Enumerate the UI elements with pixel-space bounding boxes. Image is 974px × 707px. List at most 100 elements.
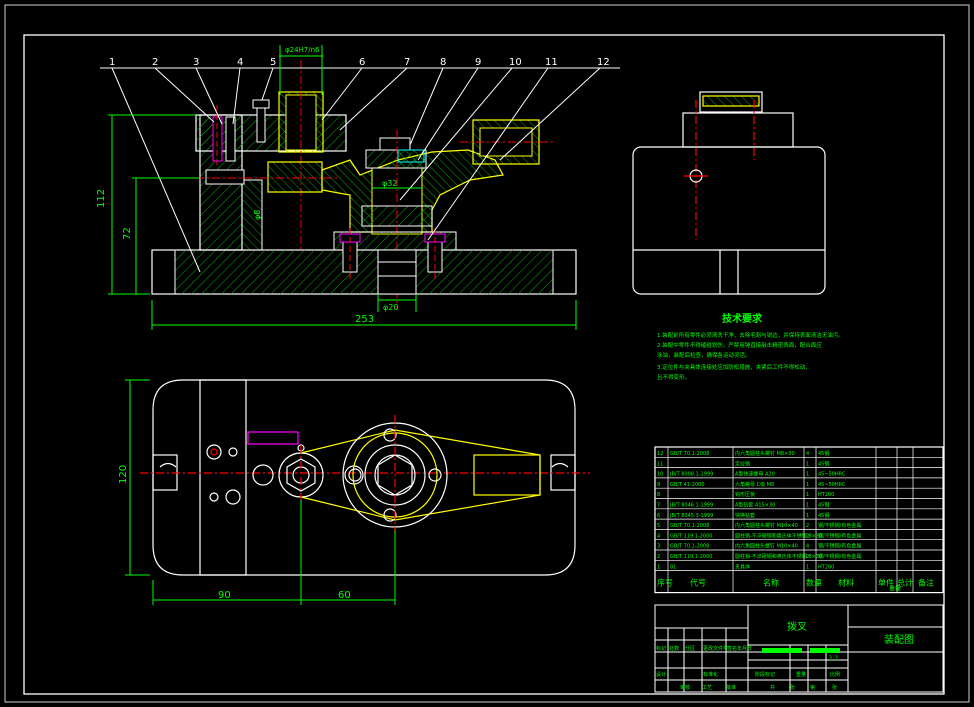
title-footer-label: 工艺 xyxy=(702,685,712,691)
bom-cell: 4 xyxy=(657,533,660,539)
bom-cell: GB/T 119.1-2000 xyxy=(670,554,712,560)
tech-line-2: 2.装配中零件不得磕碰划伤，严禁用锤直接敲击精密表面，配合面应 xyxy=(657,341,822,349)
bom-cell: GB/T 70.1-2008 xyxy=(670,544,709,550)
title-footer-label: 审核 xyxy=(680,684,690,691)
bom-cell: 六角螺母 C级 M8 xyxy=(735,481,774,488)
bom-header: 名称 xyxy=(763,578,779,588)
bom-header: 数量 xyxy=(806,578,822,588)
bom-cell: A型快速螺母 A20 xyxy=(735,471,775,478)
part-label: 12 xyxy=(597,57,610,68)
front-section-view xyxy=(151,60,577,310)
bom-header: 总计 xyxy=(897,578,913,588)
bom-cell: HT200 xyxy=(818,564,834,570)
bom-weight-label: 重量 xyxy=(889,585,901,593)
title-bottom-label: 设计 xyxy=(656,671,666,678)
bom-cell: 快换钻套 xyxy=(735,512,755,519)
sheet-border-inner xyxy=(23,34,945,695)
part-label: 9 xyxy=(475,57,481,68)
drawing-name: 装配图 xyxy=(884,633,914,646)
part-label: 10 xyxy=(509,57,522,68)
tech-title: 技术要求 xyxy=(722,312,763,325)
dim-plan-left: 90 xyxy=(218,590,231,601)
bom-cell: 钢/不锈钢/有色金属 xyxy=(818,522,861,529)
bom-cell: 1 xyxy=(806,482,809,488)
title-bottom-label: 重量 xyxy=(796,671,806,678)
bom-cell: 1 xyxy=(806,461,809,467)
dim-dia-mid: φ32 xyxy=(382,179,397,188)
front-dimensions xyxy=(108,45,577,330)
bom-cell: 6 xyxy=(657,513,660,519)
bom-cell: 7 xyxy=(657,503,660,509)
bom-cell: 内六角圆柱头螺钉 M10×40 xyxy=(735,543,798,550)
bom-cell: 夹具体 xyxy=(735,563,750,570)
bom-cell: 45~50HRC xyxy=(818,472,846,478)
tech-line-1: 1.装配前所有零件必须清洗干净，去除毛刺与锐边，并保持表面清洁无油污。 xyxy=(657,331,844,339)
dim-plan-right: 60 xyxy=(338,590,351,601)
bom-cell: 1 xyxy=(806,492,809,498)
dim-dia-side: φ8 xyxy=(253,210,262,220)
bom-cell: 12 xyxy=(657,451,663,457)
title-footer-label: 张 xyxy=(790,684,795,691)
bom-cell: 3 xyxy=(657,544,660,550)
tech-line-3: 涂油，装配后检查，确保各运动灵活。 xyxy=(657,351,751,359)
title-footer-label: 批准 xyxy=(726,684,736,691)
bom-cell: 10 xyxy=(657,472,663,478)
title-bottom-label: 比例 xyxy=(830,671,840,678)
title-row-label: 年月日 xyxy=(737,645,752,652)
bom-cell: 2 xyxy=(806,554,809,560)
title-row-label: 处数 xyxy=(669,645,679,652)
bom-cell: 钩形压板 xyxy=(735,491,755,498)
bom-cell: JB/T 8008.1-1999 xyxy=(669,472,713,478)
bom-cell: 内六角圆柱头螺钉 M8×30 xyxy=(735,450,795,457)
dim-height-base: 72 xyxy=(122,227,133,240)
bom-cell: 45钢 xyxy=(818,502,829,509)
title-row-label: 分区 xyxy=(685,645,695,652)
title-block-labels: 标记处数分区更改文件号签名年月日设计标准化阶段标记重量比例审核工艺批准共张第张 xyxy=(656,645,840,691)
bom-cell: 1 xyxy=(806,513,809,519)
bom-cell: 钢/不锈钢/有色金属 xyxy=(818,532,861,539)
title-footer-label: 张 xyxy=(832,684,837,691)
part-label: 1 xyxy=(109,57,115,68)
bom-header: 单件 xyxy=(878,578,894,588)
part-label: 8 xyxy=(440,57,446,68)
bom-cell: 1 xyxy=(657,564,660,570)
bom-cell: 8 xyxy=(657,492,660,498)
bom-cell: 钢/不锈钢/有色金属 xyxy=(818,553,861,560)
bom-cell: 01 xyxy=(670,564,676,570)
bom-cell: A型钻套 A15×30 xyxy=(735,502,775,509)
bom-cell: 4 xyxy=(806,544,809,550)
title-footer-label: 共 xyxy=(770,684,775,691)
bom-cell: 2 xyxy=(806,523,809,529)
bom-cell: JB/T 8046.1-1999 xyxy=(669,503,713,509)
bom-cell: 4 xyxy=(806,451,809,457)
dim-plan-height: 120 xyxy=(118,465,129,484)
dim-height-total: 112 xyxy=(96,189,107,208)
bom-header: 备注 xyxy=(918,578,934,588)
bom-cell: JB/T 8045.3-1999 xyxy=(669,513,713,519)
part-label: 7 xyxy=(404,57,410,68)
bom-cell: 2 xyxy=(806,533,809,539)
bom-cell: 1 xyxy=(806,503,809,509)
scale-value: 1:1 xyxy=(829,655,839,662)
bom-cell: 圆柱销-不淬硬钢和奥氏体不锈钢 8×30 xyxy=(735,532,822,539)
title-block xyxy=(654,604,944,693)
sheet-border-outer xyxy=(4,4,970,703)
title-bottom-label: 标准化 xyxy=(703,671,718,678)
bom-cell: 9 xyxy=(657,482,660,488)
tech-line-5: 且不得变形。 xyxy=(657,373,690,381)
bom-cell: 45~50HRC xyxy=(818,482,846,488)
part-label: 2 xyxy=(152,57,158,68)
title-row-label: 标记 xyxy=(656,645,666,652)
side-view xyxy=(632,91,826,295)
bom-cell: 钢/不锈钢/有色金属 xyxy=(818,543,861,550)
bom-cell: 1 xyxy=(806,564,809,570)
title-bottom-label: 阶段标记 xyxy=(755,671,775,678)
bom-cell: 2 xyxy=(657,554,660,560)
tech-requirements: 技术要求 1.装配前所有零件必须清洗干净，去除毛刺与锐边，并保持表面清洁无油污。… xyxy=(657,312,844,381)
bom-cell: GB/T 70.1-2008 xyxy=(670,451,709,457)
part-label: 11 xyxy=(545,57,558,68)
part-label: 3 xyxy=(193,57,199,68)
bom-cell: 1 xyxy=(806,472,809,478)
